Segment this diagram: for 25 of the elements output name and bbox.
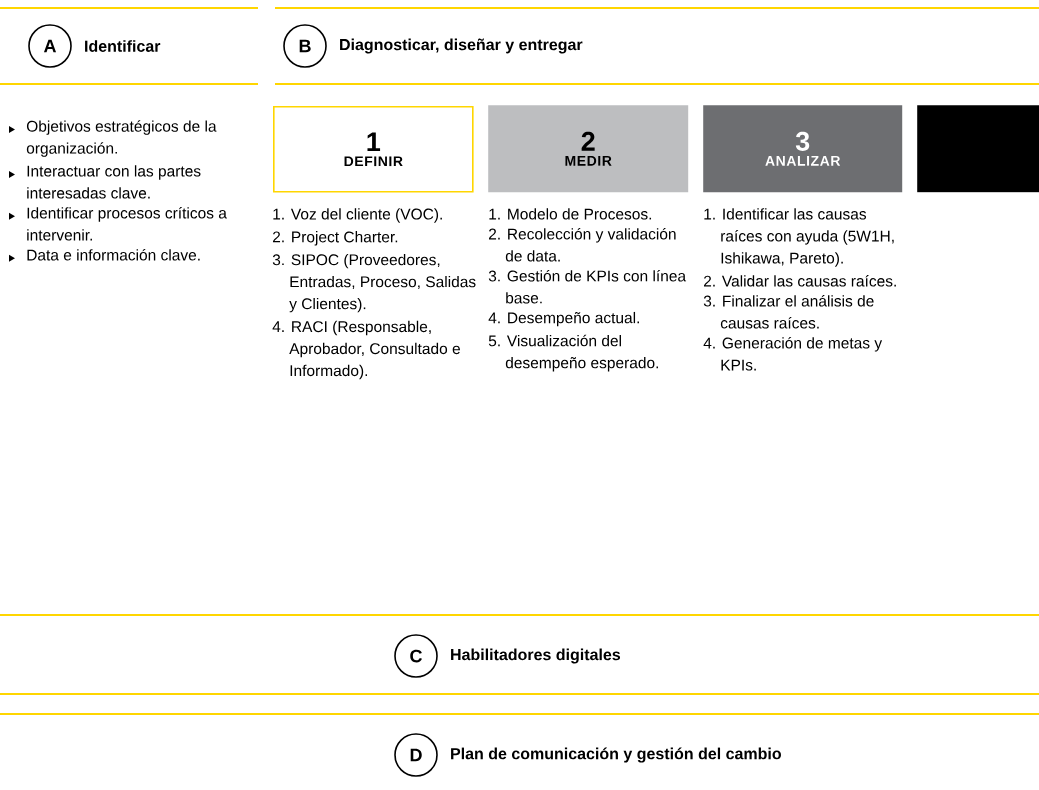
section-heading: Plan de comunicación y gestión del cambio [451,747,781,763]
bullet-item: Identificar procesos críticos a intervenir. [9,207,227,241]
list-item: 1. Voz del cliente (VOC). [273,208,442,223]
list-item: 4. RACI (Responsable, Aprobador, Consultado e Informado). [272,320,460,380]
list-item: 2. Project Charter. [273,231,398,246]
list-item: 2. Recolección y validación de data. [489,228,676,262]
list-item: 3. Finalizar el análisis de causas raíces. [703,295,874,329]
list-item: 3. Gestión de KPIs con línea base. [488,269,687,304]
section-heading: Identificar [85,40,161,52]
step-box: 3 ANALIZAR [703,105,903,193]
bullet-item: Objetivos estratégicos de la organización. [9,120,217,157]
list-item: 1. Modelo de Procesos. [489,208,652,220]
list-item: 4. Generación de metas y KPIs. [703,337,883,371]
section-heading: Diagnosticar, diseñar y entregar [340,38,583,54]
list-item: 2. Validar las causas raíces. [704,275,896,287]
list-item: 4. Desempeño actual. [488,311,639,327]
list-item: 1. Identificar las causas raíces con ayuda (5W1H, Ishikawa, Pareto). [704,208,894,267]
list-item: 5. Visualización del desempeño esperado. [488,334,658,372]
bullet-item: Data e información clave. [9,249,200,262]
bullet-item: Interactuar con las partes interesadas clave. [9,165,201,199]
step-box: 1 DEFINIR [273,106,474,193]
section-heading: Habilitadores digitales [451,648,621,664]
empty-box [917,105,1039,193]
step-box: 2 MEDIR [488,105,689,193]
list-item: 3. SIPOC (Proveedores, Entradas, Proceso, Salidas y Clientes). [272,253,476,313]
